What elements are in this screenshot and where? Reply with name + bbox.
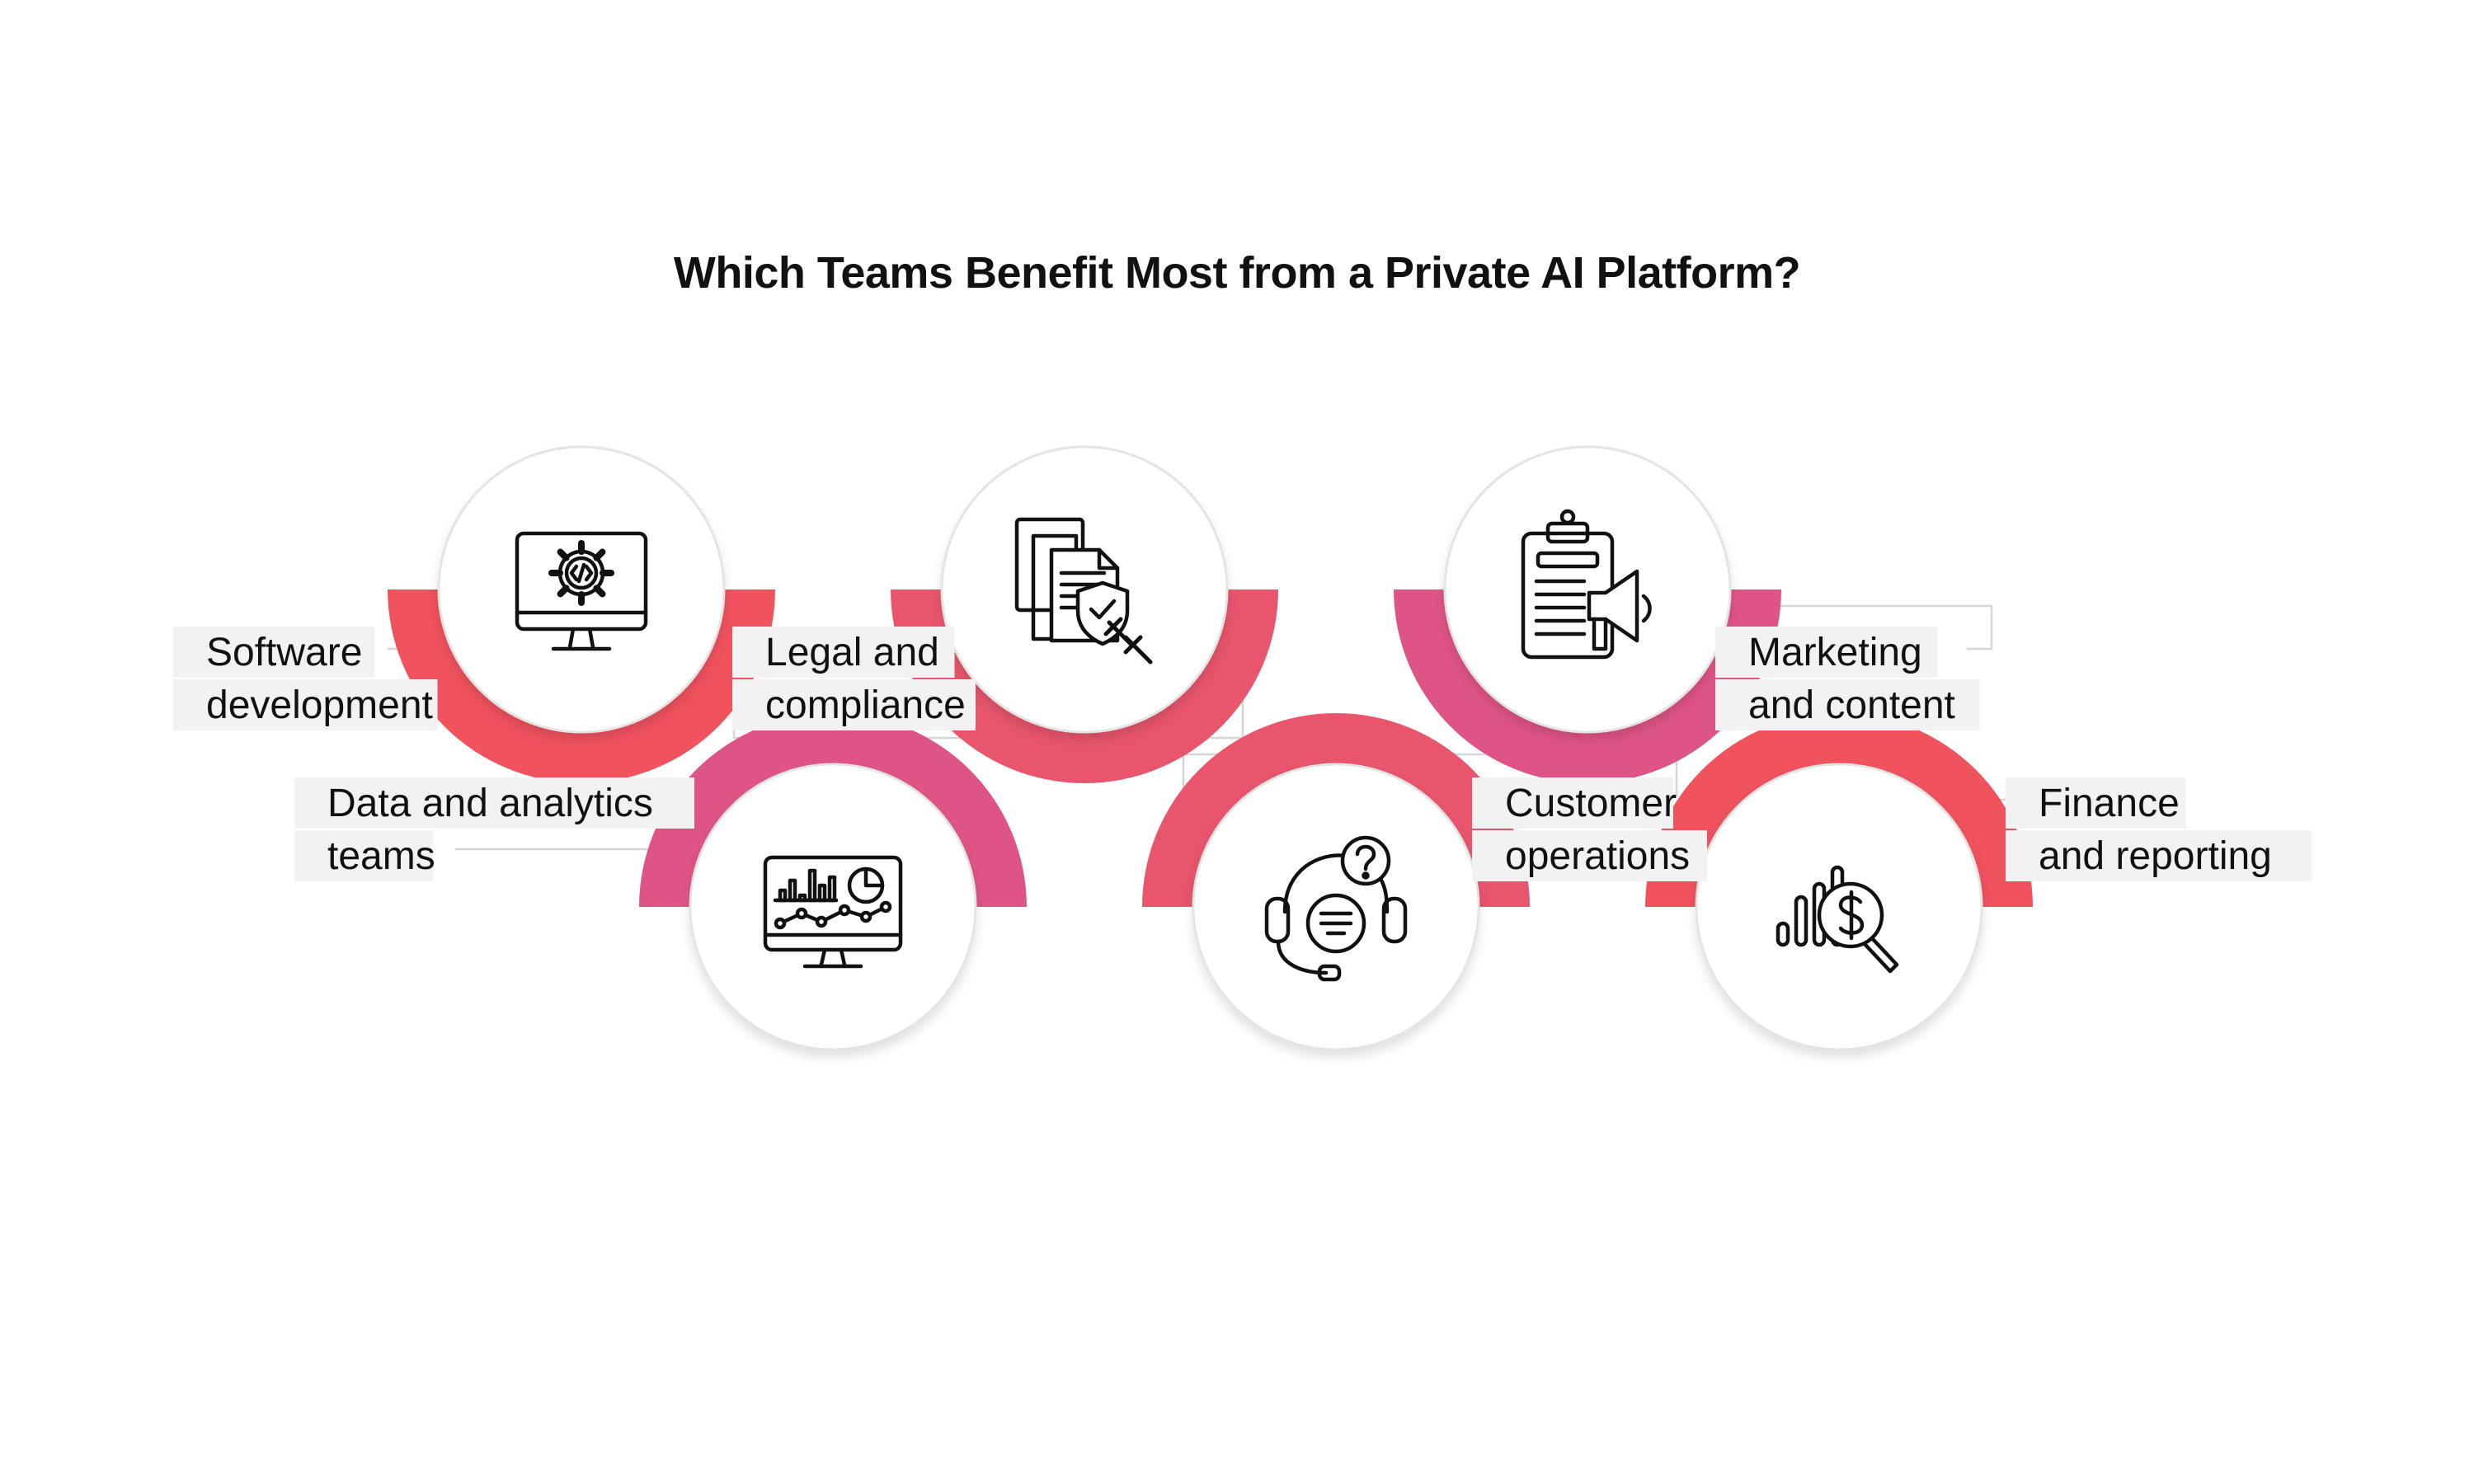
clipboard-megaphone-icon xyxy=(1521,509,1652,660)
label-data: Data and analytics teams xyxy=(294,777,694,881)
label-line: Finance xyxy=(2039,782,2180,825)
chart-dollar-magnifier-icon xyxy=(1776,865,1899,974)
label-line: and reporting xyxy=(2039,834,2272,878)
team-finance xyxy=(1645,713,2033,1051)
label-legal: Legal and compliance xyxy=(732,627,976,730)
circle-marketing xyxy=(1443,445,1732,734)
label-customer: Customer operations xyxy=(1472,777,1707,881)
label-bg xyxy=(2006,777,2186,829)
headset-support-icon xyxy=(1264,835,1408,982)
arc-marketing xyxy=(1394,589,1781,783)
team-marketing xyxy=(1394,445,1781,783)
arc-finance xyxy=(1645,713,2033,907)
label-finance: Finance and reporting xyxy=(2006,777,2312,881)
label-line: compliance xyxy=(765,683,966,727)
documents-shield-gavel-icon xyxy=(1014,517,1153,665)
label-line: Legal and xyxy=(765,631,939,674)
team-data xyxy=(639,713,1027,1051)
label-bg xyxy=(2006,830,2312,881)
label-bg xyxy=(294,830,433,881)
team-software xyxy=(388,445,775,783)
label-line: Software xyxy=(206,631,362,674)
monitor-code-gear-icon xyxy=(515,531,648,651)
label-line: Marketing xyxy=(1748,631,1922,674)
label-bg xyxy=(173,627,374,678)
label-line: operations xyxy=(1505,834,1690,878)
monitor-analytics-icon xyxy=(763,855,903,969)
team-legal xyxy=(891,445,1278,783)
label-marketing: Marketing and content xyxy=(1715,627,1980,730)
label-bg xyxy=(1472,830,1707,881)
arc-data xyxy=(639,713,1027,907)
label-bg xyxy=(1715,627,1938,678)
label-line: Data and analytics xyxy=(327,782,653,825)
label-line: development xyxy=(206,683,433,727)
label-software: Software development xyxy=(173,627,438,730)
circle-data xyxy=(689,763,977,1051)
label-bg xyxy=(1472,777,1673,829)
arc-software xyxy=(388,589,775,783)
label-bg xyxy=(173,679,438,730)
label-bg xyxy=(732,627,955,678)
page-title: Which Teams Benefit Most from a Private … xyxy=(673,248,1801,298)
arc-customer xyxy=(1142,713,1530,907)
label-line: and content xyxy=(1748,683,1955,727)
team-customer xyxy=(1142,713,1530,1051)
arc-legal xyxy=(891,589,1278,783)
label-bg xyxy=(732,679,976,730)
label-line: Customer xyxy=(1505,782,1677,825)
label-bg xyxy=(294,777,694,829)
label-bg xyxy=(1715,679,1980,730)
label-line: teams xyxy=(327,834,435,878)
